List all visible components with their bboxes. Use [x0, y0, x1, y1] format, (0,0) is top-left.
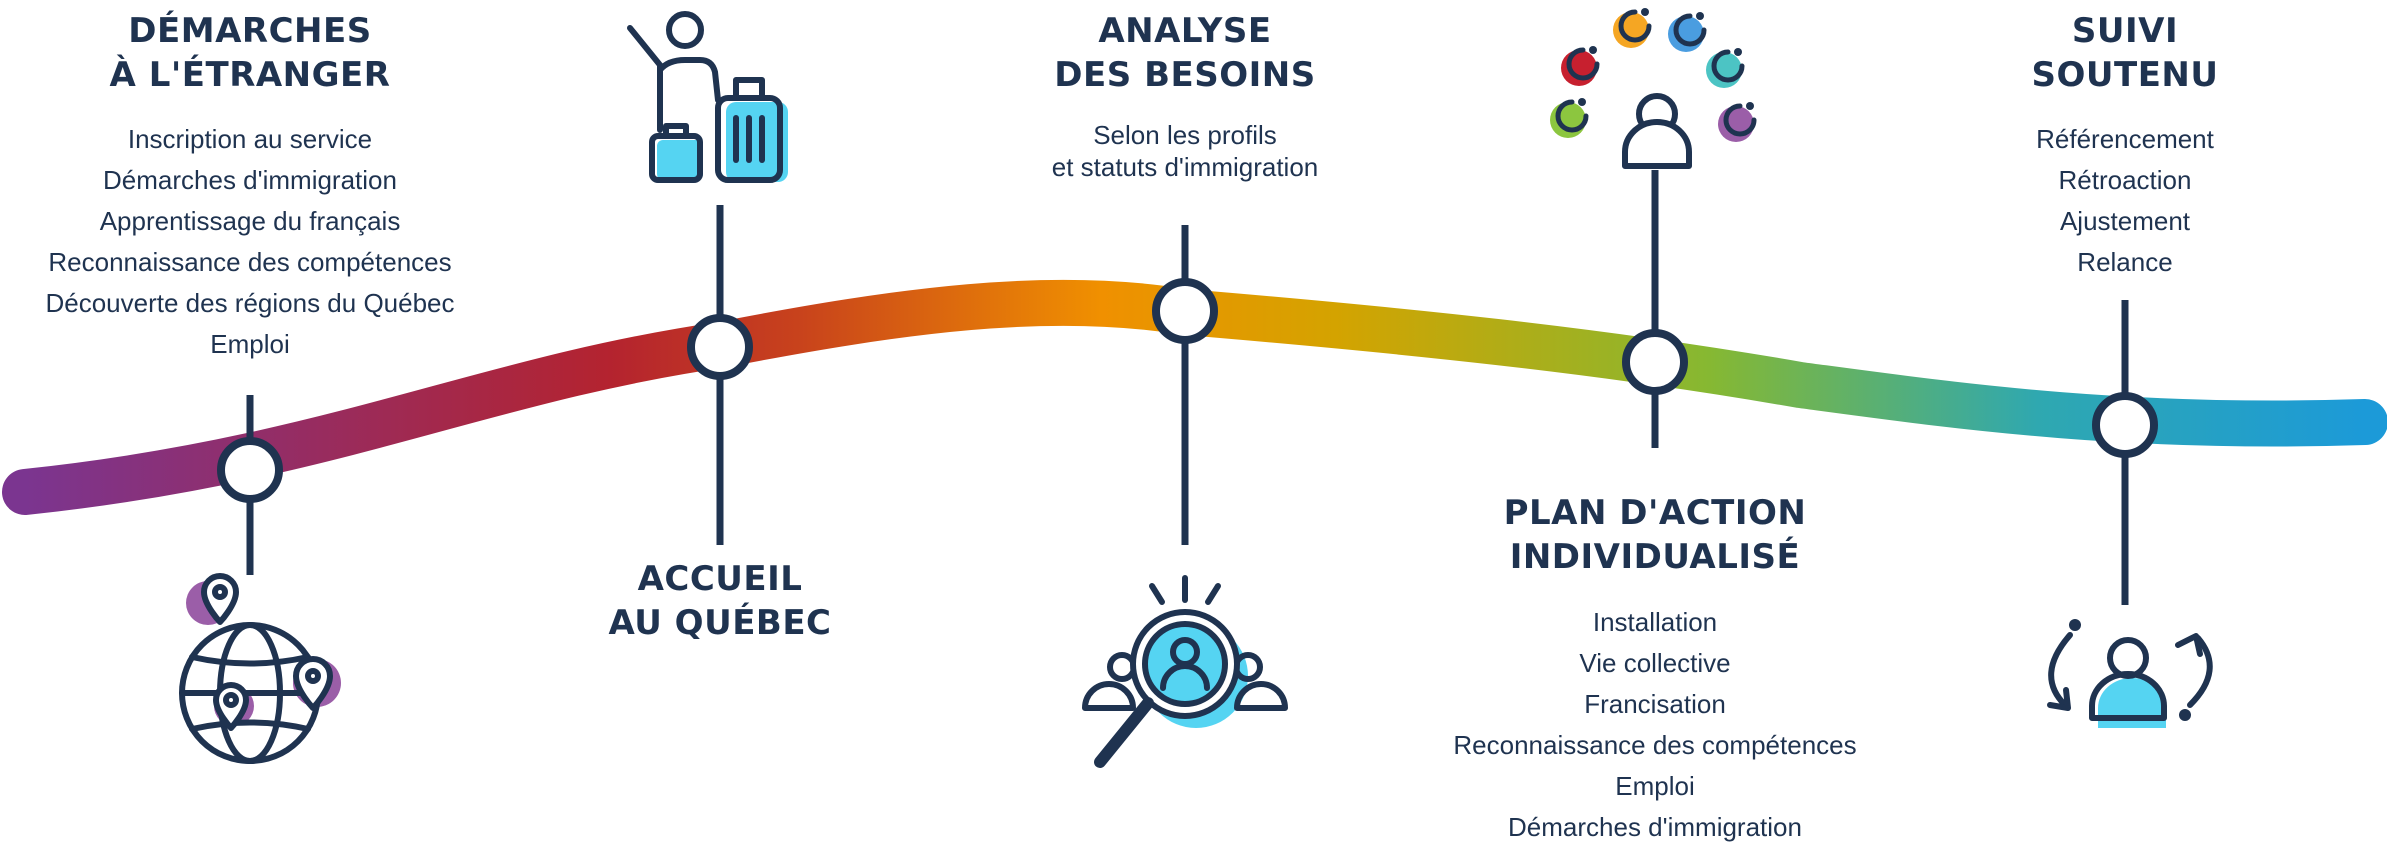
title-demarches-line1: DÉMARCHES — [128, 11, 372, 51]
title-plan: PLAN D'ACTION INDIVIDUALISÉ — [1440, 491, 1870, 579]
title-analyse-line2: DES BESOINS — [1054, 55, 1316, 95]
title-analyse-line1: ANALYSE — [1098, 11, 1272, 51]
list-item: Reconnaissance des compétences — [1453, 730, 1857, 760]
person-with-cycle-arrows-icon — [2047, 619, 2213, 728]
colored-dot-ring — [1673, 13, 1707, 47]
person-with-colored-dots-icon — [1550, 8, 1757, 169]
magnifier-on-people-icon — [1082, 575, 1288, 768]
items-demarches: Inscription au service Démarches d'immig… — [0, 119, 500, 365]
title-accueil-line1: ACCUEIL — [637, 559, 803, 599]
colored-dot-mark — [1746, 102, 1754, 110]
list-item: Référencement — [2036, 124, 2214, 154]
title-accueil: ACCUEIL AU QUÉBEC — [540, 557, 900, 645]
list-item: Découverte des régions du Québec — [45, 288, 455, 318]
list-item: Reconnaissance des compétences — [48, 247, 452, 277]
title-plan-line2: INDIVIDUALISÉ — [1509, 537, 1801, 577]
colored-dot — [1718, 106, 1754, 142]
items-plan: Installation Vie collective Francisation… — [1405, 602, 1905, 848]
colored-dot-mark — [1589, 46, 1597, 54]
colored-dot — [1613, 12, 1649, 48]
traveler-with-luggage-icon — [627, 11, 788, 183]
list-item: Emploi — [1615, 771, 1695, 801]
list-item: Emploi — [210, 329, 290, 359]
list-item: Rétroaction — [2058, 165, 2192, 195]
colored-dot — [1550, 102, 1586, 138]
list-item: Inscription au service — [127, 124, 373, 154]
colored-dot-mark — [1696, 12, 1704, 20]
list-item: Vie collective — [1579, 648, 1731, 678]
colored-dot-ring — [1723, 103, 1757, 137]
colored-dot-ring — [1555, 99, 1589, 133]
globe-with-location-pins-icon — [179, 573, 341, 764]
list-item: Démarches d'immigration — [103, 165, 397, 195]
list-item: Ajustement — [2059, 206, 2191, 236]
colored-dot-ring — [1711, 49, 1745, 83]
node-accueil — [687, 314, 753, 380]
title-accueil-line2: AU QUÉBEC — [608, 603, 832, 643]
colored-dot-mark — [1578, 98, 1586, 106]
node-demarches — [217, 437, 283, 503]
colored-dot-ring — [1618, 9, 1652, 43]
list-item: Francisation — [1584, 689, 1726, 719]
node-suivi — [2092, 392, 2158, 458]
title-suivi-line2: SOUTENU — [2031, 55, 2219, 95]
colored-dot-mark — [1641, 8, 1649, 16]
title-plan-line1: PLAN D'ACTION — [1503, 493, 1807, 533]
title-analyse: ANALYSE DES BESOINS — [1005, 9, 1365, 97]
items-suivi: Référencement Rétroaction Ajustement Rel… — [1925, 119, 2325, 283]
list-item: Selon les profils — [1093, 120, 1277, 150]
title-demarches-line2: À L'ÉTRANGER — [109, 55, 391, 95]
colored-dot-ring — [1566, 47, 1600, 81]
list-item: Apprentissage du français — [99, 206, 401, 236]
colored-dot — [1706, 52, 1742, 88]
list-item: Relance — [2077, 247, 2173, 277]
title-demarches: DÉMARCHES À L'ÉTRANGER — [70, 9, 430, 97]
list-item: Démarches d'immigration — [1508, 812, 1802, 842]
colored-dot — [1561, 50, 1597, 86]
node-analyse — [1152, 278, 1218, 344]
list-item: et statuts d'immigration — [1051, 152, 1319, 182]
colored-dot — [1668, 16, 1704, 52]
title-suivi: SUIVI SOUTENU — [1945, 9, 2305, 97]
node-plan — [1622, 329, 1688, 395]
items-analyse: Selon les profils et statuts d'immigrati… — [985, 119, 1385, 183]
list-item: Installation — [1592, 607, 1718, 637]
title-suivi-line1: SUIVI — [2071, 11, 2179, 51]
colored-dot-mark — [1734, 48, 1742, 56]
